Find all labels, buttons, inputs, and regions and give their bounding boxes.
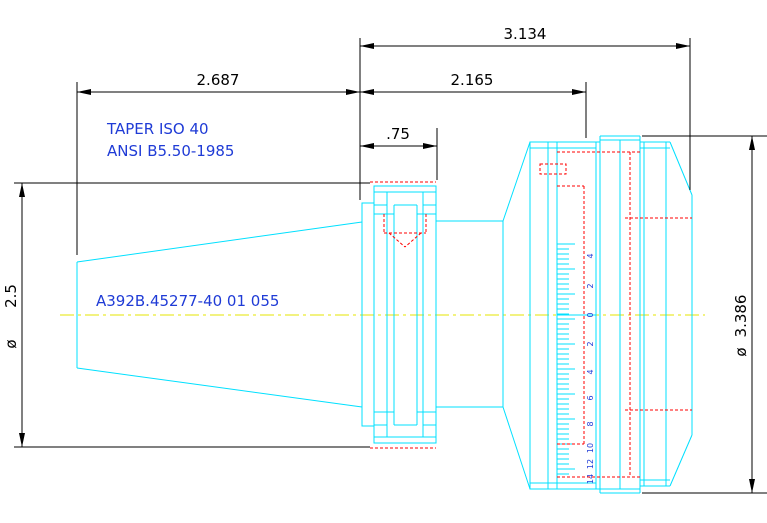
taper-diameter-label: 2.5 (2, 284, 20, 308)
scale-label: 8 (586, 421, 595, 426)
body-length-label: 2.165 (451, 71, 494, 89)
part-number-label: A392B.45277-40 01 055 (96, 292, 279, 310)
flange-width-label: .75 (386, 125, 410, 143)
scale-label: 10 (586, 443, 595, 453)
flange-outline (361, 185, 437, 444)
taper-note-line2: ANSI B5.50-1985 (107, 142, 234, 160)
dimension-lines (14, 38, 767, 494)
hidden-lines (370, 151, 692, 478)
scale-label: 2 (586, 283, 595, 288)
scale-label: 12 (586, 459, 595, 469)
scale-ticks (557, 243, 575, 475)
scale-label: 4 (586, 369, 595, 374)
scale-label: 6 (586, 395, 595, 400)
scale-label: 4 (586, 253, 595, 258)
body-diameter-symbol: ø (732, 347, 750, 356)
scale-label: 2 (586, 341, 595, 346)
scale-label: 14 (586, 474, 595, 484)
scale-labels: 4 2 0 2 4 6 8 10 12 14 (586, 253, 595, 484)
body-diameter-label: 3.386 (732, 295, 750, 338)
neck-outline (436, 220, 504, 408)
taper-length-label: 2.687 (197, 71, 240, 89)
overall-length-label: 3.134 (504, 25, 547, 43)
taper-note-line1: TAPER ISO 40 (106, 120, 209, 138)
body-outline (502, 135, 693, 494)
scale-label: 0 (586, 312, 595, 317)
taper-diameter-symbol: ø (2, 339, 20, 348)
dimension-arrows (19, 43, 755, 493)
